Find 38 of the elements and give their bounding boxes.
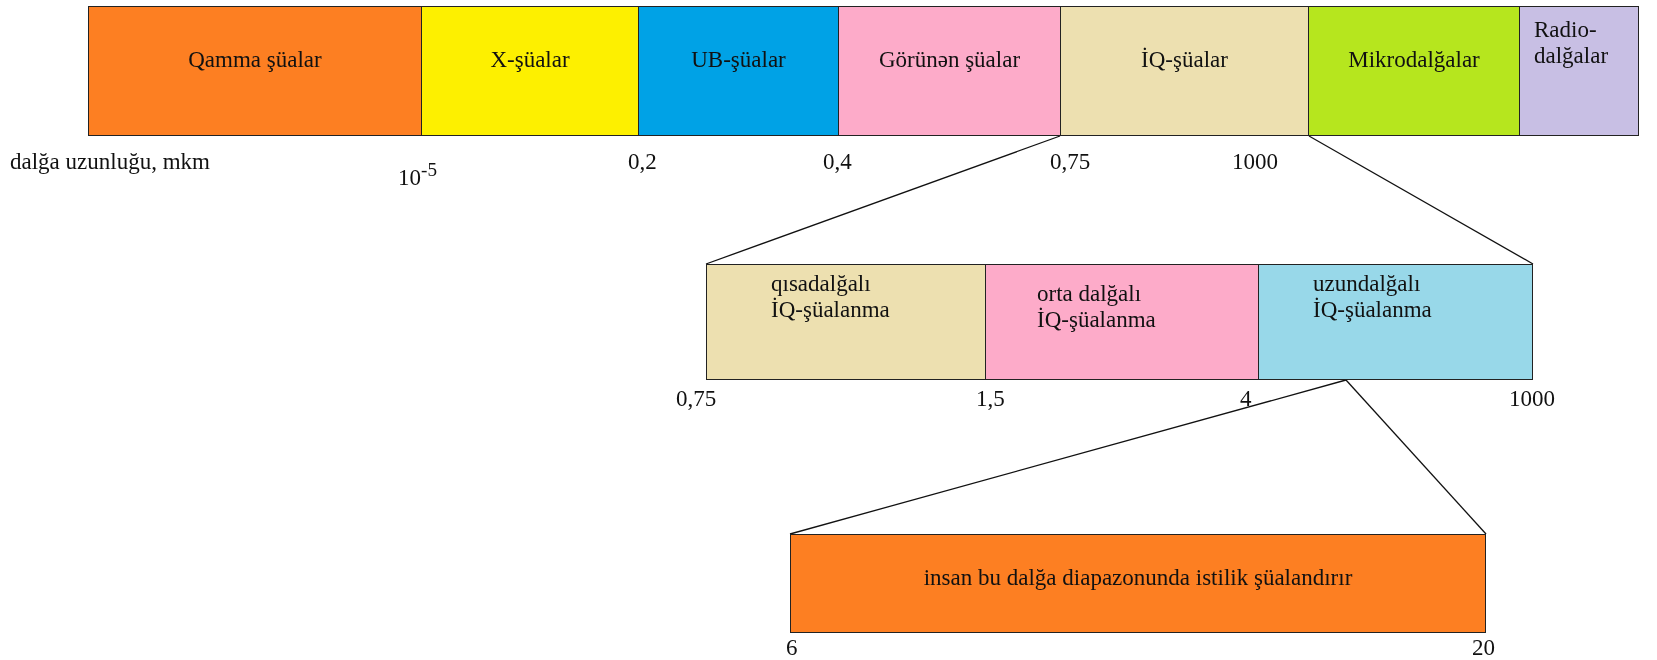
zoom-line: [1308, 135, 1534, 265]
spectrum-band: [1258, 264, 1533, 380]
tick-label: 0,75: [676, 387, 717, 410]
band-label: Radio-dalğalar: [1534, 17, 1610, 70]
tick-label: 0,75: [1050, 150, 1091, 173]
spectrum-band: [985, 264, 1259, 380]
band-label: İQ-şüalar: [1141, 47, 1228, 74]
band-label: X-şüalar: [490, 47, 570, 74]
zoom-line: [705, 135, 1061, 265]
band-label: Mikrodalğalar: [1348, 47, 1480, 74]
zoom-line: [1345, 379, 1487, 535]
spectrum-band: [638, 6, 839, 136]
tick-label: 20: [1472, 636, 1495, 659]
band-label: uzundalğalı İQ-şüalanma: [1313, 271, 1433, 324]
tick-label: 10$^{-5}$: [398, 160, 437, 189]
tick-label: 1000: [1509, 387, 1555, 410]
spectrum-band: [1519, 6, 1639, 136]
tick-label: 1000: [1232, 150, 1278, 173]
spectrum-band: [838, 6, 1061, 136]
spectrum-band: [706, 264, 986, 380]
tick-label: 6: [786, 636, 798, 659]
band-label: insan bu dalğa diapazonunda istilik şüalandırır: [923, 565, 1353, 592]
tick-label: 0,2: [628, 150, 657, 173]
spectrum-band: [1060, 6, 1309, 136]
band-label: qısadalğalı İQ-şüalanma: [771, 271, 891, 324]
band-label: Görünən şüalar: [878, 47, 1021, 74]
band-label: Qamma şüalar: [188, 47, 322, 74]
axis-label: dalğa uzunluğu, mkm: [10, 150, 210, 173]
spectrum-band: [1308, 6, 1520, 136]
band-label: orta dalğalı İQ-şüalanma: [1037, 281, 1157, 334]
tick-label: 1,5: [976, 387, 1005, 410]
zoom-line: [789, 379, 1347, 535]
spectrum-band: [88, 6, 422, 136]
tick-label: 0,4: [823, 150, 852, 173]
band-label: UB-şüalar: [691, 47, 786, 74]
tick-label: 4: [1240, 387, 1252, 410]
spectrum-band: [790, 534, 1486, 633]
spectrum-band: [421, 6, 639, 136]
